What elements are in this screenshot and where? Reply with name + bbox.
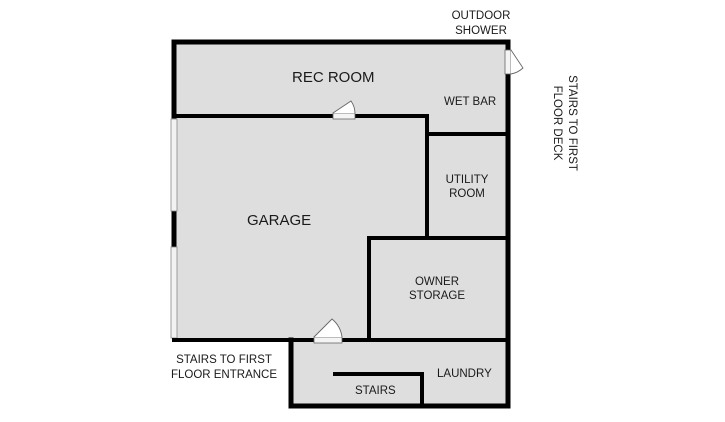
door-outdoor-shower xyxy=(504,49,524,75)
label-owner-line2: STORAGE xyxy=(408,290,466,302)
interior-walls xyxy=(172,114,510,408)
label-rec-room: REC ROOM xyxy=(292,69,375,86)
label-utility-room: UTILITY ROOM xyxy=(437,173,497,201)
label-stairs-first-entrance: STAIRS TO FIRST FLOOR ENTRANCE xyxy=(166,353,282,383)
label-garage: GARAGE xyxy=(247,212,312,229)
label-outdoor-line2: SHOWER xyxy=(455,25,507,37)
label-entrance-line2: FLOOR ENTRANCE xyxy=(170,369,278,381)
label-outdoor-line1: OUTDOOR xyxy=(451,10,511,22)
floor-area xyxy=(174,42,508,406)
label-utility-line2: ROOM xyxy=(449,188,485,200)
label-utility-line1: UTILITY xyxy=(445,174,489,186)
door-garage-lobby xyxy=(313,318,343,344)
label-stairs-first-deck: STAIRS TO FIRST FLOOR DECK xyxy=(547,63,579,183)
door-rec-garage xyxy=(332,100,356,120)
label-wet-bar: WET BAR xyxy=(444,96,497,108)
label-deck-line2: FLOOR DECK xyxy=(551,85,563,161)
label-outdoor-shower: OUTDOOR SHOWER xyxy=(444,9,518,39)
label-deck-line1: STAIRS TO FIRST xyxy=(566,75,578,171)
label-owner-storage: OWNER STORAGE xyxy=(400,275,474,303)
label-laundry: LAUNDRY xyxy=(437,368,492,380)
label-stairs: STAIRS xyxy=(355,385,396,397)
label-entrance-line1: STAIRS TO FIRST xyxy=(176,354,272,366)
label-owner-line1: OWNER xyxy=(414,276,460,288)
